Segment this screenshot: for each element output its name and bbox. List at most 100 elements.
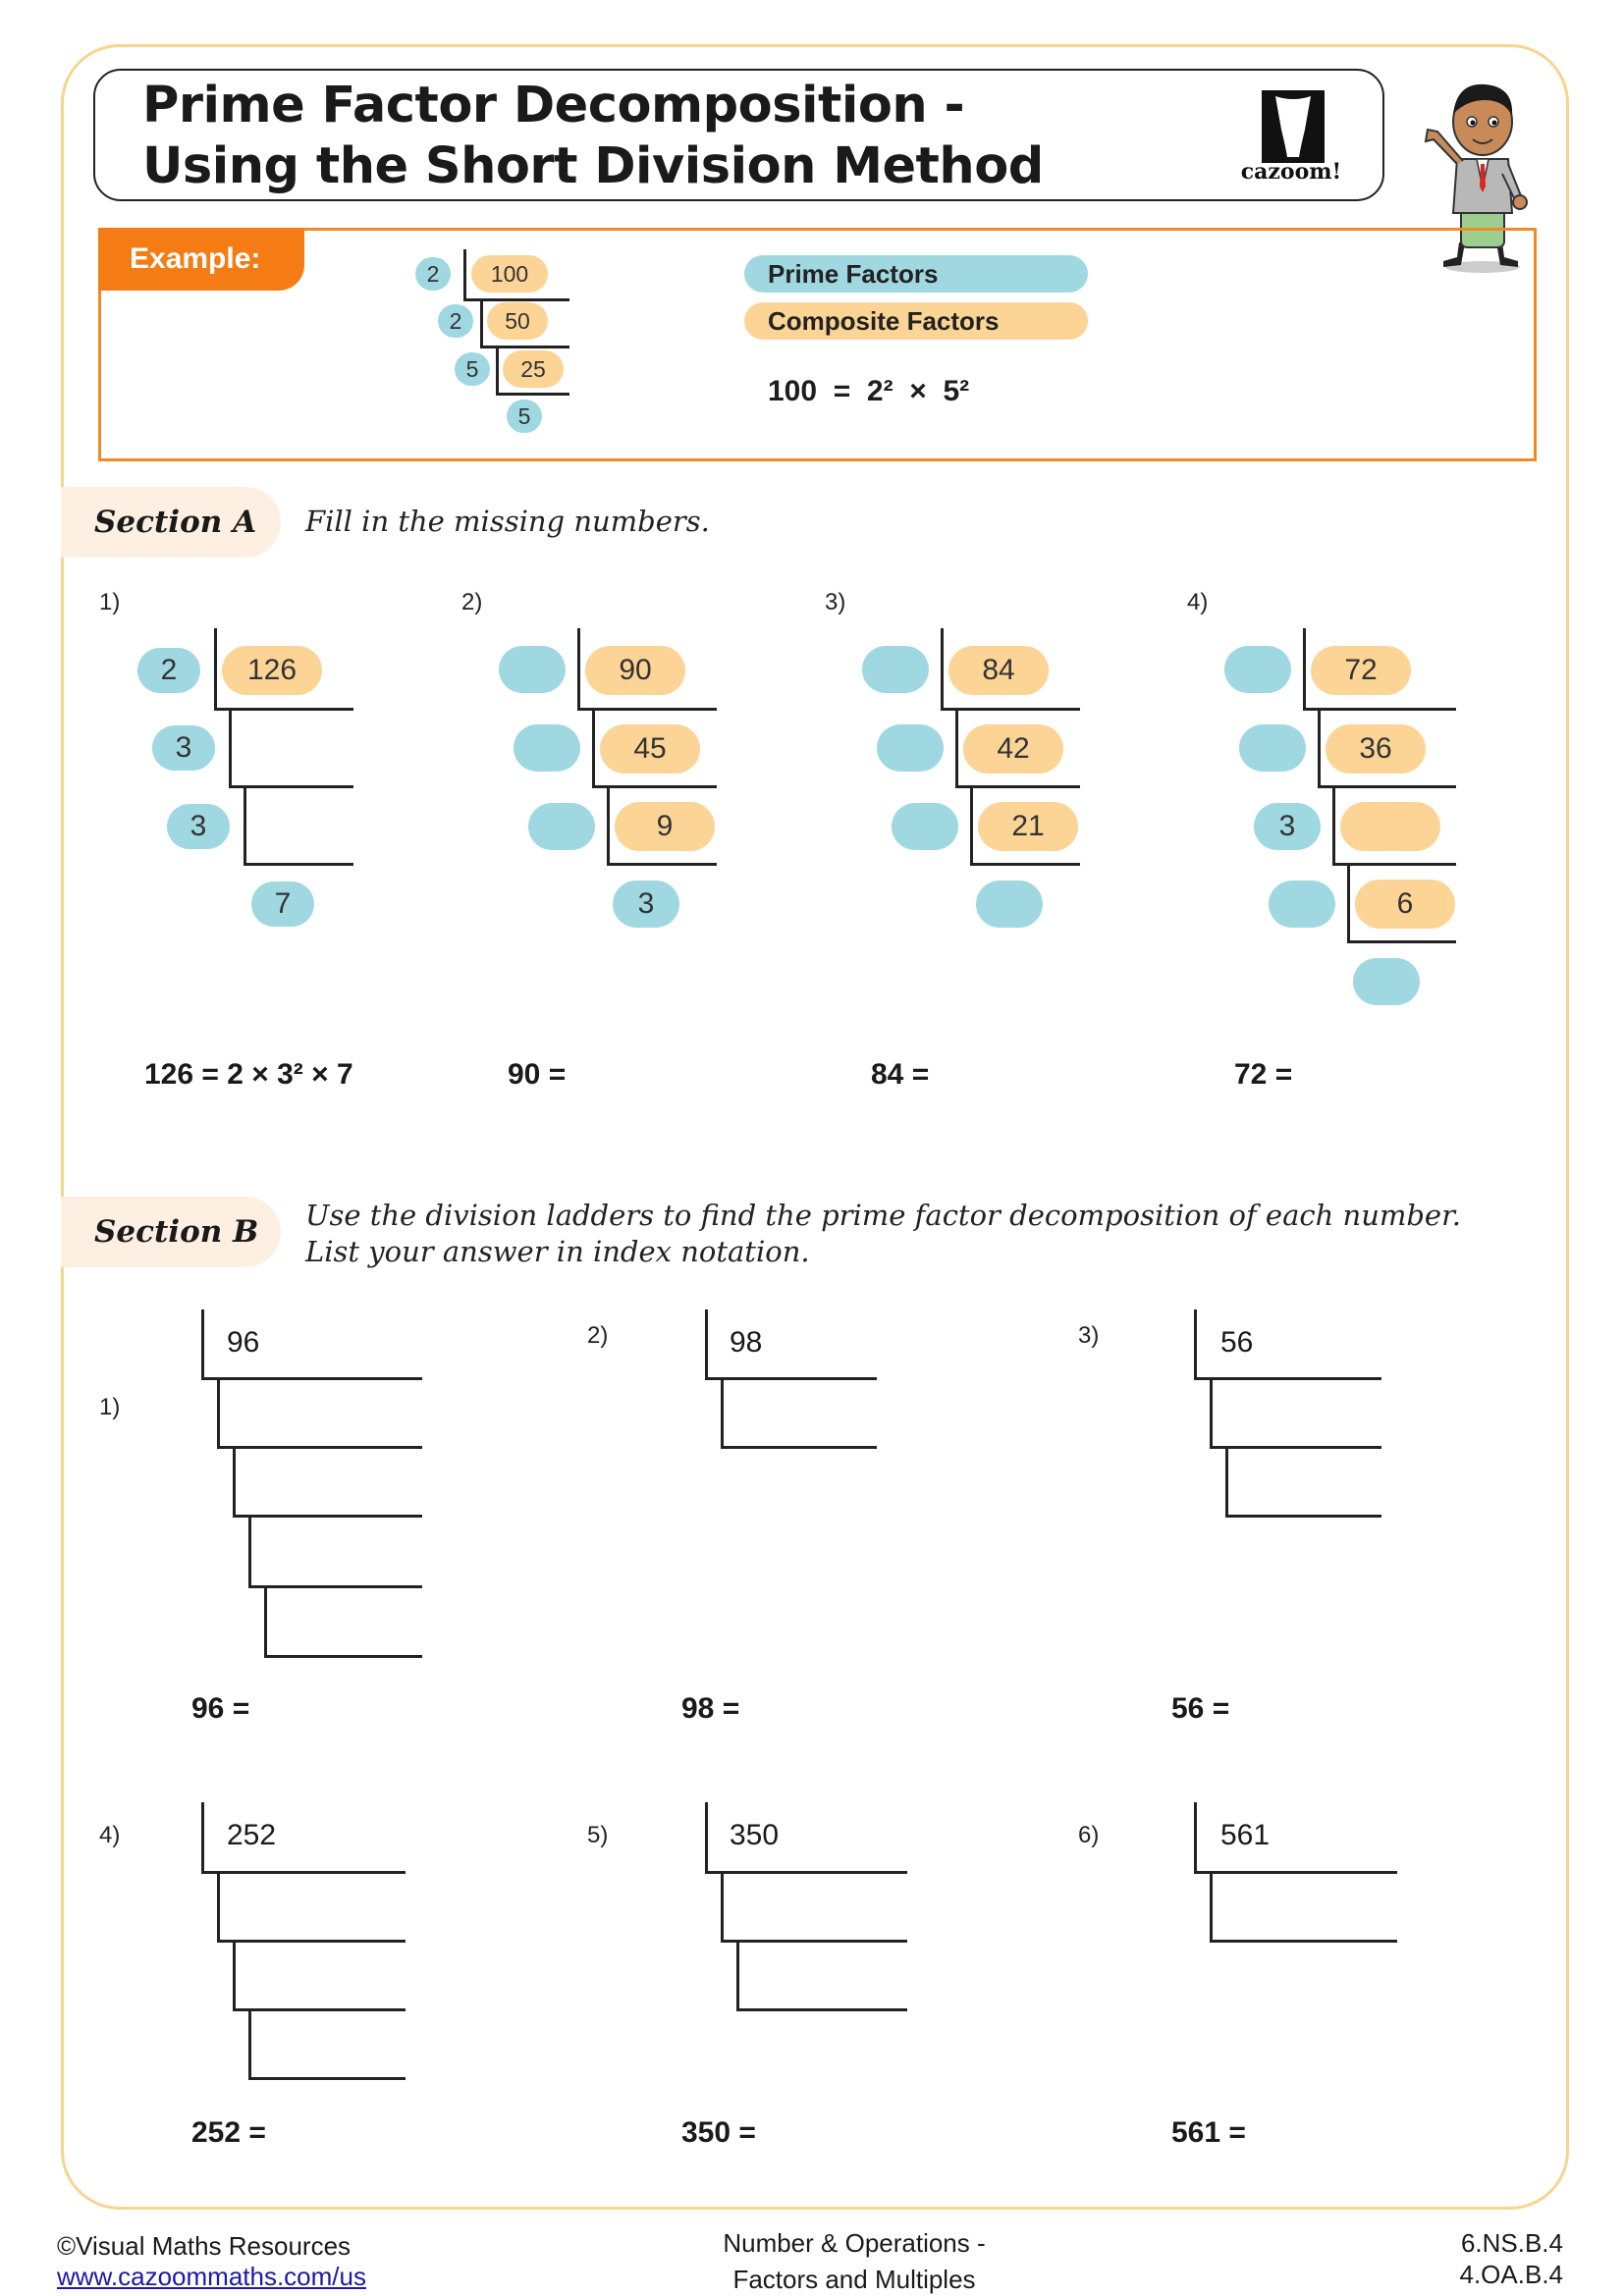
blank-prime-bubble[interactable] <box>499 646 566 693</box>
blank-prime-bubble[interactable] <box>1269 881 1335 928</box>
composite-factor-bubble: 84 <box>948 646 1049 695</box>
ladder-line <box>1347 940 1456 943</box>
answer-line: 84 = <box>871 1058 930 1091</box>
ladder-line <box>480 298 483 347</box>
website-link[interactable]: www.cazoommaths.com/us <box>57 2262 366 2291</box>
ladder-line <box>248 1515 251 1585</box>
composite-factor-bubble: 126 <box>222 646 322 695</box>
ladder-line[interactable] <box>721 1940 907 1943</box>
ladder-line <box>496 393 569 396</box>
question-number: 3) <box>1078 1322 1100 1349</box>
composite-factor-bubble: 21 <box>978 802 1078 851</box>
composite-factor-bubble: 9 <box>615 802 715 851</box>
ladder-line[interactable] <box>233 1515 422 1518</box>
ladder-line <box>607 785 610 866</box>
ladder-line <box>721 1377 724 1448</box>
ladder-line <box>244 785 246 866</box>
ladder-line[interactable] <box>248 1585 422 1588</box>
ladder-line[interactable] <box>217 1446 422 1449</box>
question-number: 2) <box>587 1322 609 1349</box>
standard-code-2: 4.OA.B.4 <box>1459 2260 1564 2289</box>
ladder-line[interactable] <box>217 1940 406 1943</box>
starting-number: 56 <box>1220 1326 1254 1359</box>
ladder-line <box>1303 628 1306 711</box>
ladder-line[interactable] <box>201 1871 406 1874</box>
logo-text: cazoom! <box>1240 159 1342 185</box>
ladder-line <box>463 249 466 300</box>
ladder-line[interactable] <box>721 1446 877 1449</box>
ladder-line <box>1194 1802 1197 1873</box>
section-a-instruction: Fill in the missing numbers. <box>305 505 710 538</box>
ladder-line[interactable] <box>705 1871 907 1874</box>
ladder-line <box>955 708 958 788</box>
blank-prime-bubble[interactable] <box>976 881 1043 928</box>
blank-prime-bubble[interactable] <box>514 724 580 772</box>
title-line-2: Using the Short Division Method <box>142 137 1044 195</box>
blank-prime-bubble[interactable] <box>862 646 929 693</box>
starting-number: 252 <box>227 1819 277 1851</box>
ladder-line <box>463 298 569 301</box>
composite-factor-bubble: 90 <box>585 646 685 695</box>
ladder-line[interactable] <box>1194 1871 1397 1874</box>
ladder-line <box>577 708 717 711</box>
answer-line: 96 = <box>191 1692 250 1725</box>
standard-code-1: 6.NS.B.4 <box>1460 2228 1563 2258</box>
page-frame <box>61 44 1569 2210</box>
ladder-line[interactable] <box>736 2008 907 2011</box>
prime-factor-bubble: 7 <box>251 881 314 927</box>
question-number: 6) <box>1078 1822 1100 1848</box>
ladder-line <box>201 1309 204 1380</box>
ladder-line <box>1210 1377 1213 1448</box>
ladder-line <box>1225 1446 1228 1517</box>
blank-prime-bubble[interactable] <box>877 724 944 772</box>
example-box <box>98 228 1537 461</box>
ladder-line <box>233 1940 236 2010</box>
blank-composite-bubble[interactable] <box>1340 802 1440 851</box>
ladder-line[interactable] <box>264 1655 422 1658</box>
ladder-line <box>1194 1309 1197 1380</box>
composite-factor-bubble: 42 <box>963 724 1063 774</box>
ladder-line <box>941 708 1080 711</box>
question-number: 1) <box>99 589 121 615</box>
prime-factor-bubble: 2 <box>415 257 451 291</box>
ladder-line[interactable] <box>705 1377 877 1380</box>
blank-prime-bubble[interactable] <box>1224 646 1291 693</box>
footer-topic-line-1: Number & Operations - <box>723 2228 986 2258</box>
ladder-line[interactable] <box>1210 1940 1397 1943</box>
ladder-line[interactable] <box>248 2077 406 2080</box>
blank-prime-bubble[interactable] <box>1353 958 1420 1005</box>
ladder-line[interactable] <box>1194 1377 1381 1380</box>
ladder-line[interactable] <box>201 1377 422 1380</box>
footer-topic-line-2: Factors and Multiples <box>732 2265 976 2294</box>
title-line-1: Prime Factor Decomposition - <box>142 77 965 134</box>
answer-line: 350 = <box>681 2116 756 2149</box>
blank-prime-bubble[interactable] <box>528 803 595 850</box>
question-number: 3) <box>825 589 846 615</box>
blank-prime-bubble[interactable] <box>1239 724 1306 772</box>
prime-factor-bubble: 3 <box>1254 803 1321 850</box>
ladder-line <box>214 628 217 711</box>
answer-line: 126 = 2 × 3² × 7 <box>144 1058 353 1091</box>
starting-number: 98 <box>730 1326 763 1359</box>
answer-line: 98 = <box>681 1692 740 1725</box>
ladder-line <box>264 1585 267 1656</box>
composite-factor-bubble: 36 <box>1326 724 1426 774</box>
ladder-line[interactable] <box>1225 1515 1381 1518</box>
composite-factor-bubble: 6 <box>1355 880 1455 929</box>
prime-factor-bubble: 3 <box>167 804 230 849</box>
prime-factor-bubble: 5 <box>507 400 542 433</box>
answer-line: 56 = <box>1171 1692 1230 1725</box>
cup-icon <box>1262 90 1325 163</box>
copyright: ©Visual Maths Resources <box>57 2231 352 2261</box>
composite-factor-bubble: 50 <box>487 302 548 340</box>
ladder-line <box>955 785 1080 788</box>
ladder-line <box>736 1940 739 2010</box>
ladder-line[interactable] <box>233 2008 406 2011</box>
ladder-line <box>201 1802 204 1873</box>
example-label: Example: <box>98 228 304 291</box>
ladder-line <box>1318 785 1456 788</box>
blank-prime-bubble[interactable] <box>892 803 958 850</box>
section-b-instruction-line-1: Use the division ladders to find the pri… <box>305 1199 1461 1232</box>
ladder-line <box>480 346 569 348</box>
ladder-line[interactable] <box>1210 1446 1381 1449</box>
